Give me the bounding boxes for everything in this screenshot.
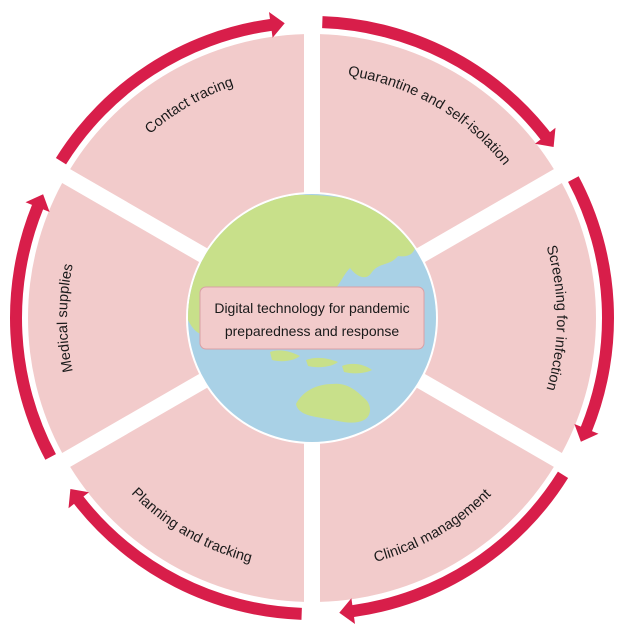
segment-medical-supplies — [28, 182, 200, 454]
globe-land-sea-islands — [270, 350, 300, 362]
cycle-arrow-icon — [339, 471, 569, 624]
segment-contact-tracing — [70, 34, 305, 249]
globe-land-new-guinea — [342, 363, 372, 374]
cycle-arrow-icon — [68, 489, 302, 620]
globe-land-sea-islands-2 — [306, 357, 338, 368]
globe-land-australia — [296, 383, 370, 423]
globe-land-japan — [372, 239, 390, 258]
segment-screening — [424, 182, 596, 454]
center-label-box: Digital technology for pandemic prepared… — [199, 286, 425, 350]
segment-label-medical-supplies: Medical supplies — [55, 262, 77, 373]
cycle-arrow-icon — [55, 12, 285, 165]
center-title-line-2: preparedness and response — [225, 323, 400, 339]
segments — [28, 34, 596, 602]
globe-land-japan-south — [359, 264, 368, 273]
segment-quarantine — [319, 34, 554, 249]
center-title-line-1: Digital technology for pandemic — [214, 300, 409, 316]
cycle-arrow-icon — [568, 176, 614, 442]
cycle-arrows — [9, 12, 614, 624]
segment-clinical-management — [319, 387, 554, 602]
center-box-background — [199, 286, 425, 350]
segment-planning-tracking — [70, 387, 305, 602]
cycle-arrow-icon — [9, 194, 56, 460]
cycle-arrow-icon — [322, 16, 556, 147]
